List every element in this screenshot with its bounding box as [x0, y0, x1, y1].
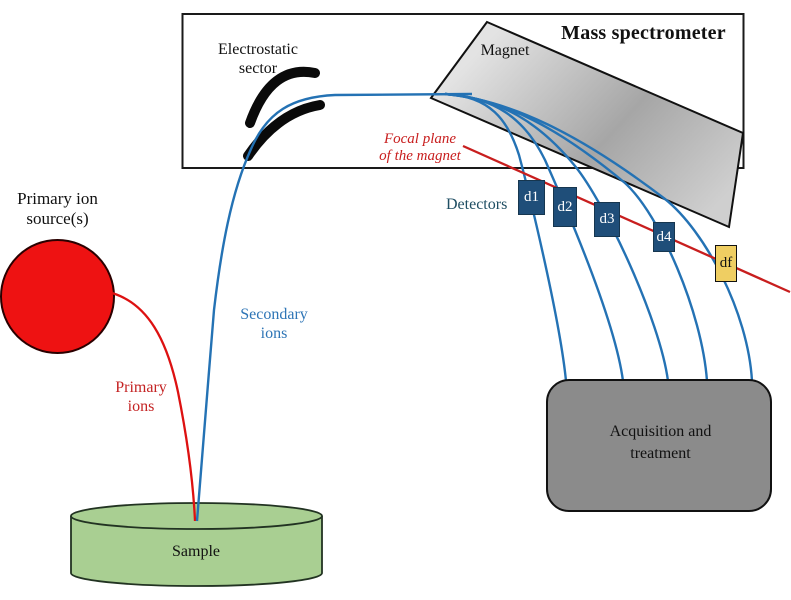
acquisition-box [546, 379, 772, 512]
acquisition-label-line2: treatment [630, 444, 691, 462]
primary-ion-source-shape [0, 239, 115, 354]
detector-d4: d4 [653, 222, 675, 252]
primary-ion-source-label-line2: source(s) [26, 209, 89, 229]
ion-trajectory-df [444, 92, 754, 382]
electrostatic-sector-label: Electrostatic sector [208, 41, 308, 79]
electrostatic-plate-inner [243, 100, 325, 161]
focal-plane-label-line2: of the magnet [379, 147, 461, 164]
mass-spectrometer-title: Mass spectrometer [561, 22, 726, 44]
secondary-ions-label-line2: ions [260, 324, 288, 342]
ion-trajectory-d1 [444, 92, 568, 382]
secondary-ions-label: Secondary ions [234, 306, 314, 344]
electrostatic-sector-label-line1: Electrostatic [218, 41, 298, 58]
magnet-label: Magnet [480, 42, 530, 59]
sample-label: Sample [172, 543, 220, 560]
primary-ion-source-label-line1: Primary ion [17, 189, 98, 208]
detector-d3: d3 [594, 202, 620, 237]
electrostatic-plate-outer [245, 66, 320, 128]
detector-d2: d2 [553, 187, 577, 227]
magnet-shape [429, 20, 745, 229]
detectors-label: Detectors [446, 196, 508, 213]
acquisition-label: Acquisition and treatment [550, 421, 771, 464]
primary-ions-label-line2: ions [127, 397, 155, 415]
secondary-ions-label-line1: Secondary [240, 306, 308, 323]
electrostatic-sector-label-line2: sector [238, 59, 278, 77]
focal-plane-label-line1: Focal plane [383, 131, 457, 147]
primary-ions-label: Primary ions [103, 379, 179, 417]
acquisition-label-line1: Acquisition and [609, 423, 712, 440]
focal-plane-label: Focal plane of the magnet [370, 131, 470, 164]
detector-d1: d1 [518, 180, 545, 215]
primary-ion-beam [111, 291, 197, 522]
primary-ions-label-line1: Primary [115, 379, 167, 396]
sample-cylinder-body [70, 516, 323, 587]
secondary-ion-beam-main [195, 92, 473, 522]
detector-df: df [715, 245, 737, 282]
primary-ion-source-label: Primary ion source(s) [1, 189, 114, 229]
